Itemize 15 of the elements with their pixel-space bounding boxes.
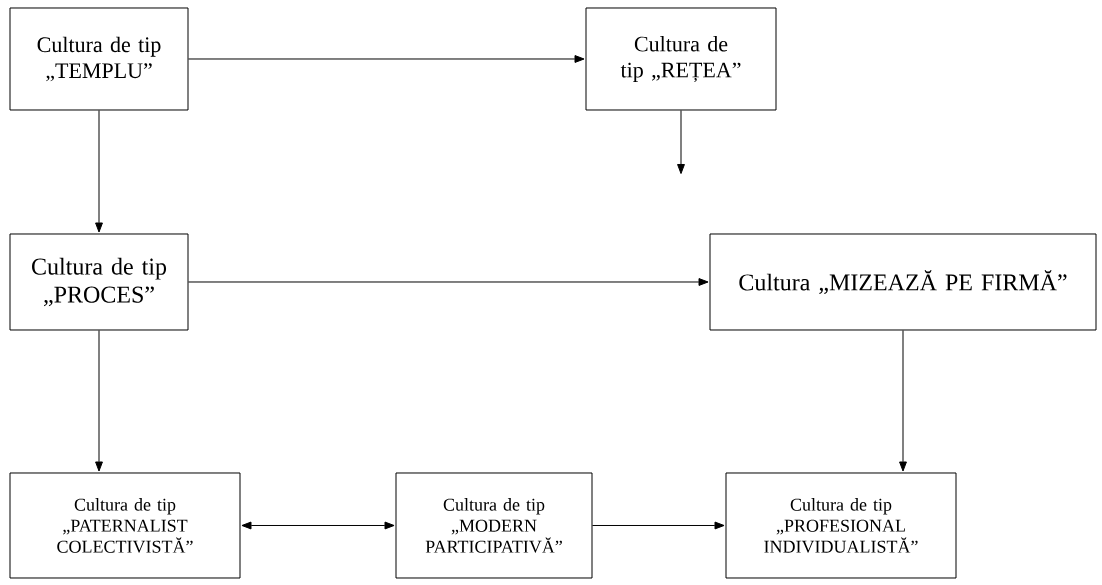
process-box: Cultura „MIZEAZĂ PE FIRMĂ” (709, 233, 1097, 331)
process-box: Cultura de tip „TEMPLU” (9, 7, 189, 111)
process-box: Cultura de tip „PROFESIONAL INDIVIDUALISTĂ” (725, 472, 957, 579)
process-box: Cultura de tip „PATERNALIST COLECTIVISTĂ” (9, 472, 241, 579)
process-box: Cultura de tip „MODERN PARTICIPATIVĂ” (395, 472, 593, 579)
arrow (899, 330, 907, 472)
arrow (677, 110, 685, 175)
process-box: Cultura de tip „PROCES” (9, 233, 189, 331)
arrow (95, 110, 103, 233)
arrow (95, 330, 103, 472)
arrow (241, 521, 395, 530)
arrow (188, 278, 709, 286)
arrow (188, 55, 585, 63)
process-box: Cultura de tip „REȚEA” (585, 7, 777, 111)
arrow (592, 521, 725, 530)
